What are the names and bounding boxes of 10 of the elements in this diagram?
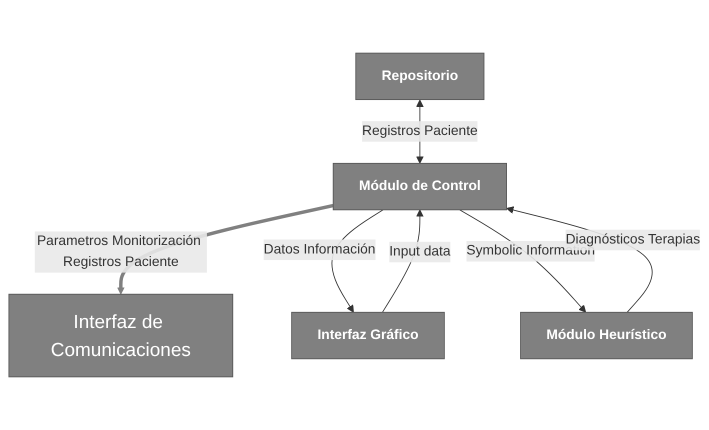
edge-label: Input data — [389, 244, 451, 259]
edge-label: Datos Información — [264, 242, 376, 257]
edge-label: Parametros Monitorización Registros Paciente — [36, 234, 201, 270]
node-box: Interfaz de Comunicaciones — [8, 294, 234, 378]
edge-label: Registros Paciente — [362, 124, 478, 138]
edge-label: Symbolic Information — [466, 244, 596, 258]
node-box: Módulo Heurístico — [520, 312, 693, 360]
node-box: Módulo de Control — [332, 162, 507, 210]
node-box: Repositorio — [355, 52, 484, 100]
node-box: Interfaz Gráfico — [291, 312, 445, 360]
